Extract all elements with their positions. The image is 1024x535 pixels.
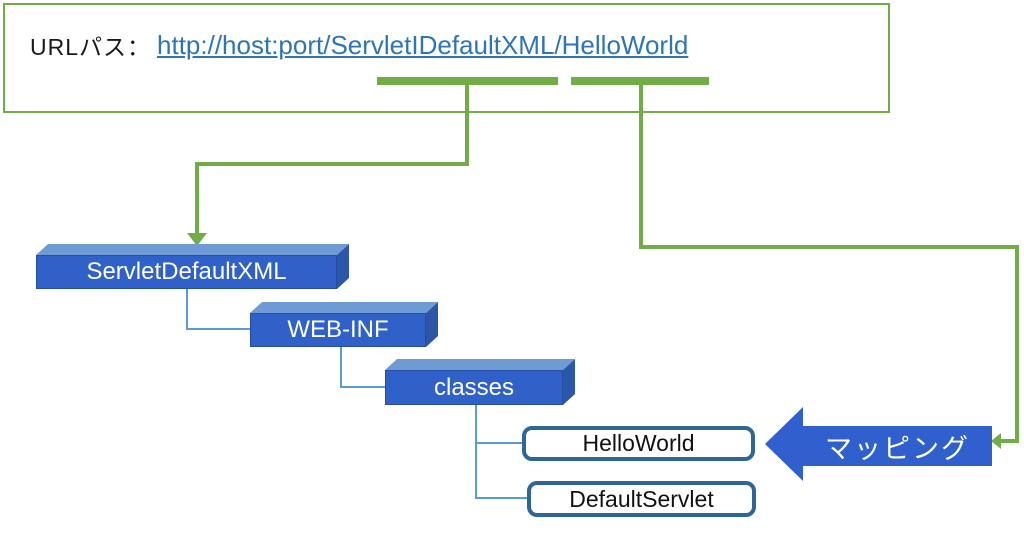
tree-connector-1-vertical [186,289,188,330]
url-link[interactable]: http://host:port/ServletIDefaultXML/Hell… [157,29,689,60]
folder-side-face [563,359,575,405]
green-connector-context-horizontal [195,162,469,166]
green-connector-mapping-vertical-1 [639,85,643,249]
tree-connector-3-horizontal-defaultservlet [475,497,527,499]
file-box-helloworld: HelloWorld [522,426,755,461]
folder-box-servletdefaultxml: ServletDefaultXML [36,255,337,289]
folder-top-face [250,302,438,313]
tree-connector-3-horizontal-helloworld [475,442,522,444]
mapping-label: マッピング [825,433,970,464]
file-box-defaultservlet: DefaultServlet [527,481,756,517]
url-path-label: URLパス： [30,34,152,60]
green-connector-mapping-horizontal-bottom [1001,439,1019,443]
url-panel: URLパス： http://host:port/ServletIDefaultX… [3,3,890,113]
folder-top-face [36,244,349,255]
tree-connector-3-vertical [475,405,477,499]
tree-connector-2-vertical [340,347,342,388]
tree-connector-1-horizontal [186,328,250,330]
folder-label: ServletDefaultXML [36,255,337,289]
folder-side-face [426,302,438,347]
mapping-arrow: マッピング [765,407,992,481]
folder-box-web-inf: WEB-INF [250,313,426,347]
green-connector-context-vertical-2 [195,162,199,233]
green-connector-context-vertical-1 [465,85,469,166]
folder-label: WEB-INF [250,313,426,347]
arrowhead-left-icon [991,433,1001,449]
underline-context-path-bar [377,77,558,85]
folder-top-face [385,359,575,370]
folder-side-face [337,244,349,289]
green-connector-mapping-horizontal-top [639,245,1019,249]
folder-label: classes [385,370,563,405]
underline-servlet-path-bar [571,77,709,85]
folder-box-classes: classes [385,370,563,405]
url-path-row: URLパス： http://host:port/ServletIDefaultX… [30,5,688,85]
tree-connector-2-horizontal [340,386,385,388]
arrowhead-down-icon [187,233,207,246]
green-connector-mapping-vertical-2 [1015,245,1019,443]
